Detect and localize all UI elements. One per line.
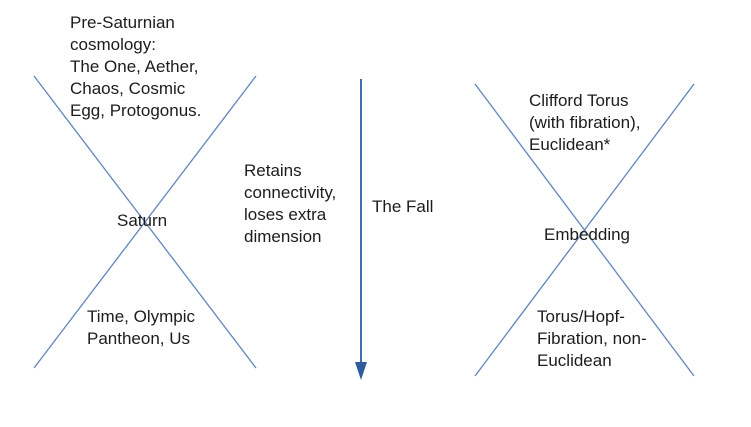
- fall-arrowhead-icon: [355, 362, 367, 380]
- right-cone-top-label: Clifford Torus (with fibration), Euclide…: [529, 91, 641, 154]
- right-cone-line-2: [474, 83, 695, 377]
- embedding-label: Embedding: [544, 225, 631, 244]
- transition-description: Retains connectivity, loses extra dimens…: [244, 161, 337, 246]
- saturn-label: Saturn: [117, 211, 168, 230]
- fall-arrow-label: The Fall: [372, 197, 434, 216]
- left-cone-top-label: Pre-Saturnian cosmology: The One, Aether…: [70, 13, 202, 120]
- left-cone-bottom-label: Time, Olympic Pantheon, Us: [87, 307, 195, 348]
- right-cone-bottom-label: Torus/Hopf- Fibration, non- Euclidean: [537, 307, 647, 370]
- left-cone-line-2: [33, 75, 257, 369]
